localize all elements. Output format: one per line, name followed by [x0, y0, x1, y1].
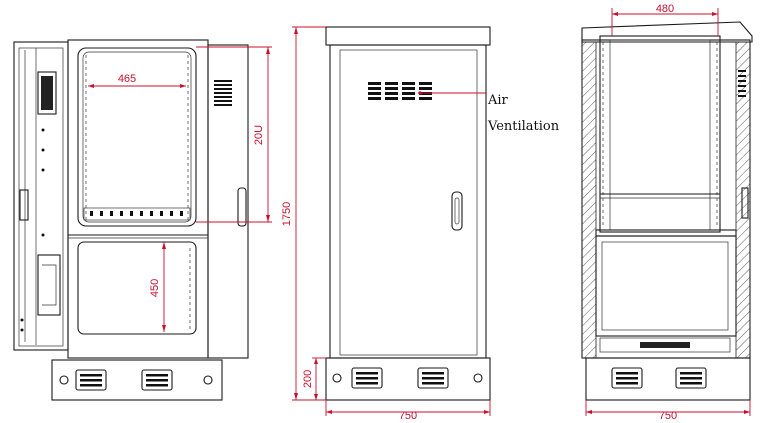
- dim-label-20u: 20U: [253, 125, 265, 145]
- air-vent-louvers: [368, 82, 432, 100]
- open-door-panel: [13, 41, 69, 351]
- front-view: Air Ventilation 1750 200 750: [281, 26, 560, 422]
- callout-air: Air: [487, 93, 509, 108]
- front-base: [325, 357, 491, 401]
- dim-lower-height: 450: [149, 242, 166, 332]
- side-section-view: 480 750: [581, 3, 753, 422]
- air-ventilation-callout: Air Ventilation: [418, 91, 560, 134]
- dim-base-height: 200: [302, 357, 326, 400]
- dim-label-480: 480: [656, 3, 674, 15]
- dim-rack-height: 20U: [196, 46, 272, 223]
- dim-front-width: 750: [325, 400, 491, 422]
- dim-label-450: 450: [149, 279, 161, 297]
- rack-frame: [77, 47, 197, 227]
- side-panel-vent: [214, 80, 247, 227]
- lower-compartment: [77, 241, 197, 335]
- dim-label-200: 200: [302, 370, 314, 388]
- dim-label-750-front: 750: [399, 410, 417, 422]
- callout-ventilation: Ventilation: [487, 119, 560, 134]
- dim-label-1750: 1750: [281, 202, 293, 226]
- dim-rack-width: 465: [88, 73, 186, 88]
- dim-total-height: 1750: [281, 26, 326, 401]
- interior-view: 465 20U 450: [13, 39, 272, 401]
- dim-side-width: 750: [585, 400, 751, 422]
- door-handle: [451, 191, 463, 231]
- cabinet-body: [67, 39, 249, 359]
- dim-label-465: 465: [118, 73, 136, 85]
- dim-label-750-side: 750: [659, 410, 677, 422]
- interior-base: [51, 359, 223, 401]
- side-base: [585, 357, 751, 401]
- dim-inner-width: 480: [611, 3, 719, 36]
